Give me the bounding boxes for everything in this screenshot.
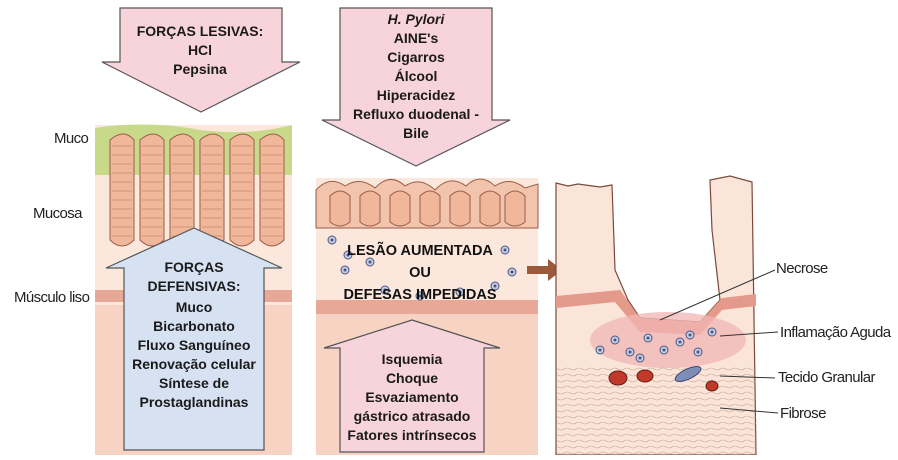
panel-ulcer-tissue (556, 176, 756, 455)
aggressor-item: Refluxo duodenal - (353, 105, 479, 124)
label-inflamacao-aguda: Inflamação Aguda (780, 325, 891, 340)
impaired-item: Esvaziamento (365, 388, 458, 407)
label-necrose: Necrose (776, 261, 828, 276)
defense-item: Renovação celular (132, 355, 256, 374)
forces-defensivas-title: DEFENSIVAS: (147, 277, 240, 296)
defense-item: Síntese de (159, 374, 229, 393)
impaired-item: gástrico atrasado (354, 407, 471, 426)
center-line: LESÃO AUMENTADA (347, 240, 493, 262)
aggressor-item: Hiperacidez (377, 86, 456, 105)
forces-lesivas-text: FORÇAS LESIVAS: HCl Pepsina (110, 22, 290, 79)
forces-lesivas-item: Pepsina (173, 60, 227, 79)
label-musculo-liso: Músculo liso (14, 290, 89, 305)
impaired-factors-text: Isquemia Choque Esvaziamento gástrico at… (332, 350, 492, 445)
aggressor-item: Bile (403, 124, 429, 143)
aggressor-item: Cigarros (387, 48, 445, 67)
forces-lesivas-item: HCl (188, 41, 212, 60)
center-line: OU (409, 262, 431, 284)
defense-item: Fluxo Sanguíneo (138, 336, 251, 355)
fibrosis-zone (556, 365, 756, 455)
forces-lesivas-title: FORÇAS LESIVAS: (137, 22, 264, 41)
forces-defensivas-text: FORÇAS DEFENSIVAS: Muco Bicarbonato Flux… (114, 258, 274, 412)
aggressors-text: H. Pylori AINE's Cigarros Álcool Hiperac… (326, 10, 506, 143)
impaired-item: Fatores intrínsecos (347, 426, 476, 445)
aggressor-item: AINE's (394, 29, 439, 48)
forces-defensivas-title: FORÇAS (164, 258, 223, 277)
label-muco: Muco (54, 131, 88, 146)
aggressor-item: Álcool (395, 67, 438, 86)
defense-item: Prostaglandinas (140, 393, 249, 412)
center-text: LESÃO AUMENTADA OU DEFESAS IMPEDIDAS (322, 240, 518, 306)
label-tecido-granular: Tecido Granular (778, 370, 875, 385)
label-fibrose: Fibrose (780, 406, 826, 421)
defense-item: Muco (176, 298, 213, 317)
label-mucosa: Mucosa (33, 206, 82, 221)
defense-item: Bicarbonato (153, 317, 235, 336)
aggressor-item: H. Pylori (388, 10, 445, 29)
center-line: DEFESAS IMPEDIDAS (343, 284, 496, 306)
impaired-item: Choque (386, 369, 438, 388)
impaired-item: Isquemia (382, 350, 443, 369)
